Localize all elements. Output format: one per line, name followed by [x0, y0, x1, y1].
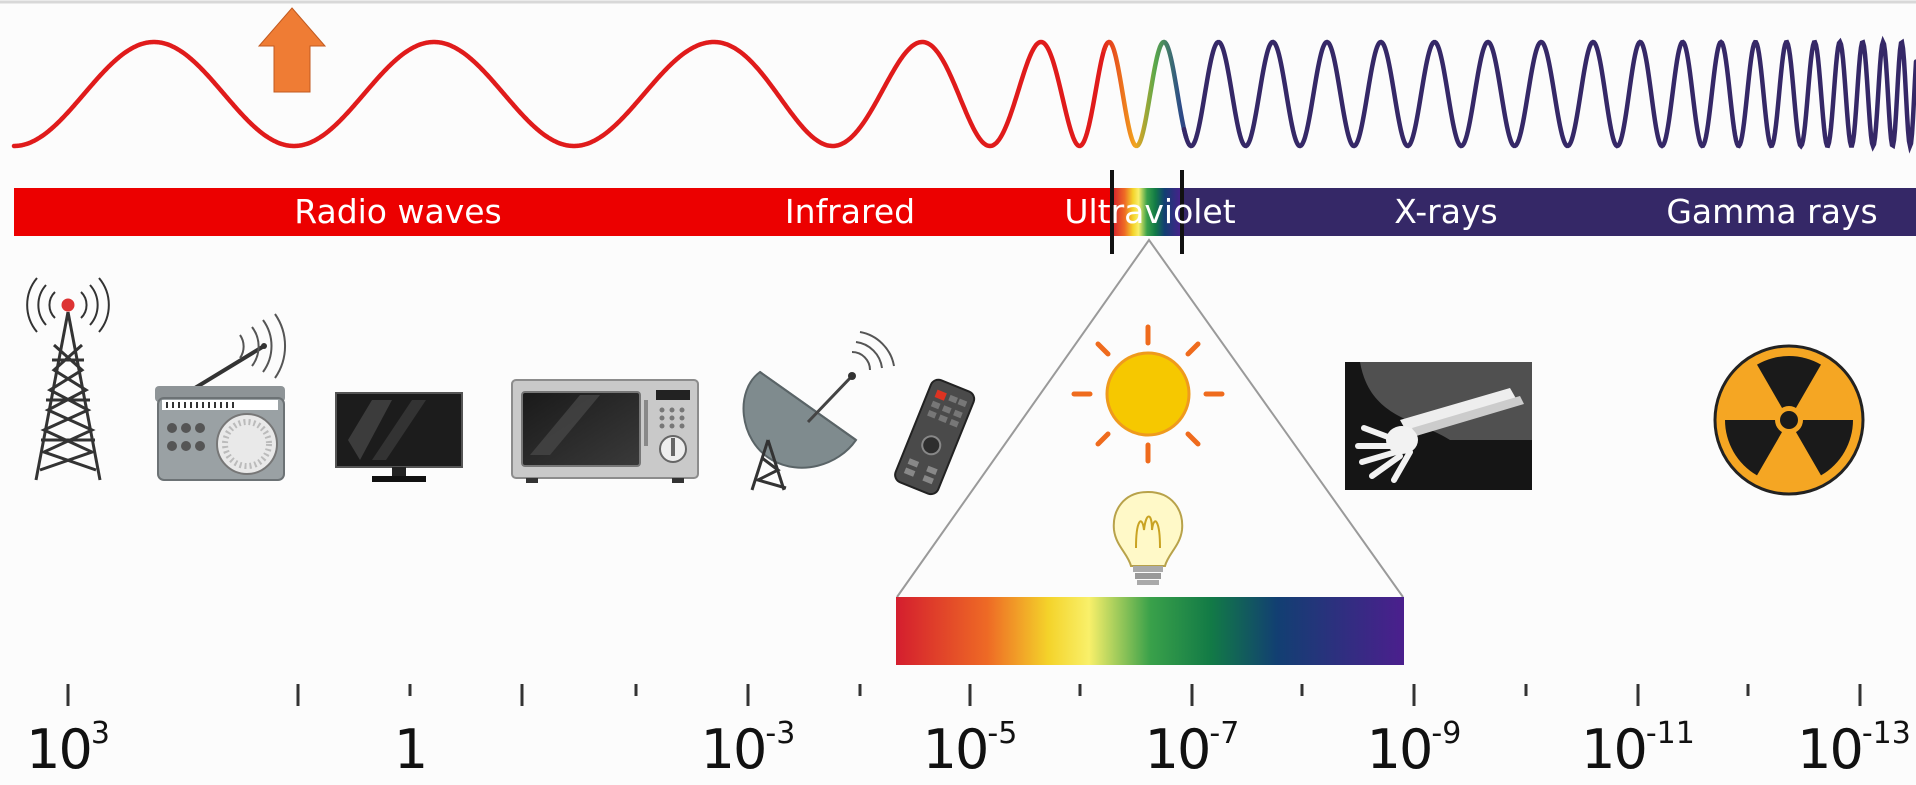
- scale-label: 10-3: [700, 716, 796, 781]
- band-label-infrared: Infrared: [784, 192, 916, 231]
- wave-low-energy: [11, 39, 1109, 149]
- visible-light-callout: [896, 238, 1404, 665]
- scale-label: 10-7: [1144, 716, 1240, 781]
- scale-label: 1: [393, 718, 428, 781]
- radio-tower-icon: [26, 277, 110, 481]
- television-icon: [335, 392, 463, 482]
- satellite-dish-icon: [742, 331, 895, 491]
- sun-icon: [1071, 324, 1225, 464]
- scale-label: 10-5: [922, 716, 1018, 781]
- spectrum-band: [14, 170, 1916, 254]
- light-bulb-icon: [1112, 490, 1184, 585]
- scale-label: 10-9: [1366, 716, 1462, 781]
- band-label-x-rays: X-rays: [1394, 192, 1498, 231]
- xray-hand-icon: [1345, 362, 1532, 490]
- microwave-icon: [511, 379, 699, 483]
- scale-label: 10-11: [1581, 716, 1695, 781]
- radiation-icon: [1713, 344, 1865, 496]
- scale-label: 103: [26, 716, 110, 781]
- band-label-gamma-rays: Gamma rays: [1666, 192, 1878, 231]
- band-label-ultraviolet: Ultraviolet: [1064, 192, 1236, 231]
- radio-icon: [155, 313, 286, 481]
- wave-visible: [1101, 39, 1189, 149]
- remote-control-icon: [894, 378, 976, 496]
- visible-spectrum-bar: [896, 597, 1404, 665]
- scale-ticks: [66, 684, 1862, 706]
- wave-high-energy: [1181, 35, 1916, 154]
- scale-label: 10-13: [1797, 716, 1911, 781]
- up-arrow-icon: [257, 7, 327, 93]
- band-label-radio-waves: Radio waves: [294, 192, 502, 231]
